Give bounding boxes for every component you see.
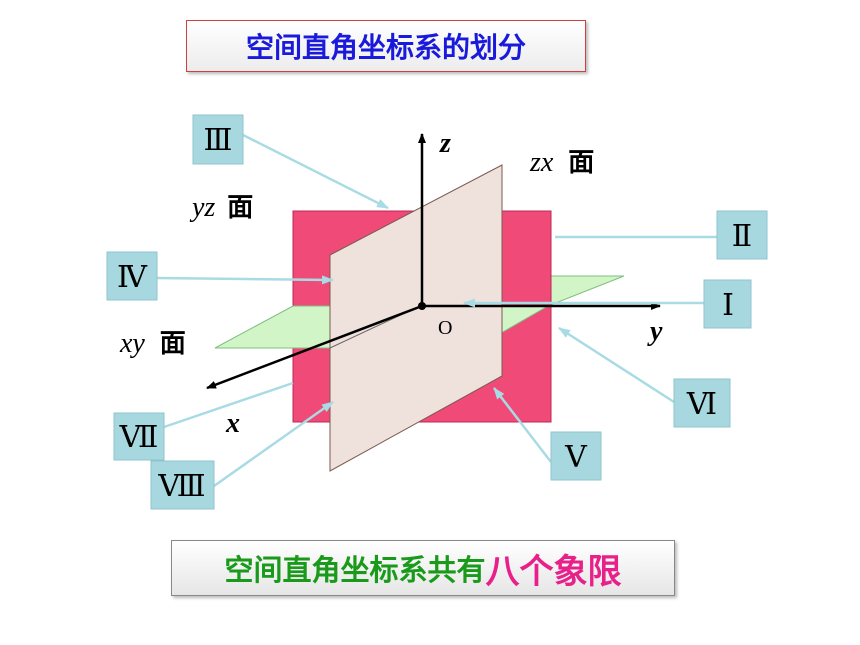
svg-text:Ⅷ: Ⅷ <box>157 470 205 503</box>
origin-point <box>418 302 426 310</box>
leader-octant-5 <box>493 387 552 463</box>
yz-plane-label: yz 面 <box>189 190 253 223</box>
leader-octant-7 <box>163 381 294 429</box>
leader-octant-8 <box>213 400 334 488</box>
svg-text:Ⅴ: Ⅴ <box>564 441 588 474</box>
svg-text:Ⅰ: Ⅰ <box>722 289 734 322</box>
conclusion-text: 空间直角坐标系共有 <box>224 553 486 587</box>
svg-text:Ⅲ: Ⅲ <box>204 124 233 157</box>
leader-octant-4 <box>156 275 334 285</box>
z-axis-label: z <box>439 128 451 159</box>
y-axis-label: y <box>647 316 663 347</box>
origin-label: O <box>438 317 452 339</box>
svg-text:Ⅵ: Ⅵ <box>686 388 717 421</box>
title-box: 空间直角坐标系的划分 <box>186 20 586 72</box>
octant-label-4: Ⅳ <box>106 251 158 301</box>
x-axis-label: x <box>225 408 240 439</box>
title-text: 空间直角坐标系的划分 <box>245 31 526 64</box>
conclusion-highlight: 八个象限 <box>485 551 622 592</box>
octant-label-7: Ⅶ <box>113 412 165 461</box>
octant-label-2: Ⅱ <box>716 210 768 260</box>
svg-text:Ⅶ: Ⅶ <box>119 421 159 454</box>
svg-text:Ⅳ: Ⅳ <box>117 261 148 294</box>
octant-label-3: Ⅲ <box>192 114 244 165</box>
zx-plane <box>329 164 503 472</box>
leader-octant-6 <box>558 326 675 404</box>
octant-label-1: Ⅰ <box>703 279 752 329</box>
leader-octant-3 <box>242 133 389 210</box>
conclusion-box: 空间直角坐标系共有八个象限 <box>171 540 675 596</box>
x-axis <box>206 304 423 390</box>
octant-label-5: Ⅴ <box>550 431 602 481</box>
octant-label-6: Ⅵ <box>673 378 731 428</box>
svg-text:Ⅱ: Ⅱ <box>732 220 752 253</box>
zx-plane-label: zx 面 <box>529 145 594 178</box>
octant-label-8: Ⅷ <box>150 460 215 510</box>
xy-plane-label: xy 面 <box>119 326 186 359</box>
